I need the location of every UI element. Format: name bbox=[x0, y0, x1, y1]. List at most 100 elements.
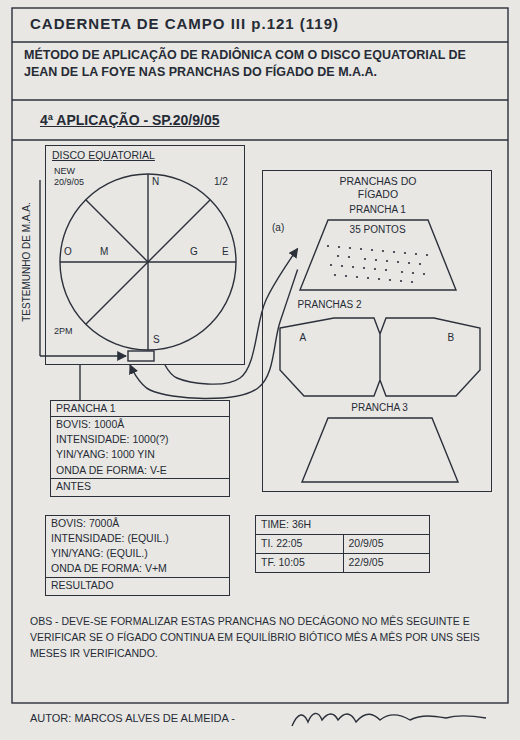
plate-point bbox=[359, 247, 361, 249]
liver-plate: PRANCHA 3 bbox=[300, 402, 460, 486]
plate-outline bbox=[302, 418, 458, 482]
plate-point bbox=[347, 255, 349, 257]
plate-point bbox=[374, 258, 376, 260]
plate-point bbox=[418, 262, 420, 264]
plate-point bbox=[381, 249, 383, 251]
disc-mark: E bbox=[222, 246, 229, 259]
plate-point bbox=[370, 248, 372, 250]
connector bbox=[79, 365, 80, 400]
box-heading: BOVIS: 7000Å bbox=[46, 516, 229, 531]
plate-point bbox=[363, 257, 365, 259]
disc-mark: S bbox=[153, 334, 160, 347]
box-text: INTENSIDADE: (EQUIL.) bbox=[46, 531, 229, 546]
time-table: TIME: 36HTI. 22:0520/9/05TF. 10:0522/9/0… bbox=[255, 515, 430, 573]
box-text: YIN/YANG: 1000 YIN bbox=[51, 447, 229, 462]
plate-point bbox=[336, 254, 338, 256]
reading-box: PRANCHA 1BOVIS: 1000ÅINTENSIDADE: 1000(?… bbox=[50, 400, 230, 497]
witness-label: TESTEMUNHO DE M.A.A. bbox=[21, 177, 35, 347]
disc-note: 2PM bbox=[54, 326, 73, 337]
plate-point bbox=[384, 268, 386, 270]
plate-point bbox=[351, 265, 353, 267]
witness-line bbox=[40, 355, 126, 356]
disc-mark: O bbox=[64, 246, 72, 259]
plate-point bbox=[366, 276, 368, 278]
disc-mark: N bbox=[152, 176, 159, 189]
box-heading: PRANCHA 1 bbox=[51, 401, 229, 417]
plates-panel: PRANCHAS DO FÍGADOPRANCHA 135 PONTOSPRAN… bbox=[262, 170, 492, 492]
plate-point bbox=[400, 270, 402, 272]
plate-outline bbox=[274, 298, 486, 400]
callout-mark: (a) bbox=[272, 222, 284, 235]
disc-needle bbox=[86, 200, 148, 262]
method-heading: MÉTODO DE APLICAÇÃO DE RADIÔNICA COM O D… bbox=[24, 47, 496, 81]
ruled-line bbox=[12, 139, 508, 140]
plate-point bbox=[411, 271, 413, 273]
witness-line bbox=[39, 180, 40, 356]
plate-point bbox=[373, 267, 375, 269]
plate-point bbox=[396, 260, 398, 262]
connector bbox=[130, 270, 298, 399]
plate-point bbox=[425, 253, 427, 255]
box-text: TF. 10:05 bbox=[256, 554, 343, 572]
author-line: AUTOR: MARCOS ALVES DE ALMEIDA - bbox=[30, 712, 235, 726]
equatorial-disc bbox=[60, 174, 236, 350]
plate-outline bbox=[280, 318, 480, 396]
plate-point bbox=[333, 273, 335, 275]
disc-needle bbox=[86, 262, 148, 324]
plate-outline bbox=[298, 204, 458, 292]
box-text: 35 PONTOS bbox=[298, 224, 458, 237]
box-text: ANTES bbox=[51, 478, 229, 494]
session-heading: 4ª APLICAÇÃO - SP.20/9/05 bbox=[40, 112, 219, 130]
box-heading: PRANCHAS 2 bbox=[298, 299, 362, 312]
box-heading: PRANCHA 3 bbox=[300, 402, 460, 415]
box-text: RESULTADO bbox=[46, 577, 229, 593]
ruled-line bbox=[12, 99, 508, 100]
box-heading: PRANCHAS DO FÍGADO bbox=[318, 175, 438, 201]
disc-mark: M bbox=[100, 246, 108, 259]
disc-mark: 1/2 bbox=[214, 176, 228, 189]
plate-point bbox=[385, 259, 387, 261]
box-text: ONDA DE FORMA: V+M bbox=[46, 561, 229, 576]
plate-point bbox=[403, 251, 405, 253]
plate-point bbox=[392, 250, 394, 252]
plate-point bbox=[410, 280, 412, 282]
ruled-line bbox=[12, 41, 508, 42]
plate-point bbox=[355, 275, 357, 277]
disc-note: NEW 20/9/05 bbox=[54, 166, 96, 189]
plate-point bbox=[362, 266, 364, 268]
reading-box: BOVIS: 7000ÅINTENSIDADE: (EQUIL.)YIN/YAN… bbox=[45, 515, 230, 596]
witness-pad bbox=[128, 351, 154, 361]
plate-point bbox=[407, 261, 409, 263]
box-text: 20/9/05 bbox=[343, 535, 430, 554]
liver-plate: PRANCHAS 2AB bbox=[274, 298, 486, 400]
box-text: INTENSIDADE: 1000(?) bbox=[51, 432, 229, 447]
box-text: A bbox=[300, 332, 307, 345]
plate-point bbox=[337, 245, 339, 247]
plate-point bbox=[340, 264, 342, 266]
connector bbox=[165, 249, 298, 385]
plate-point bbox=[344, 274, 346, 276]
box-heading: TIME: 36H bbox=[256, 516, 429, 535]
plate-outline bbox=[300, 402, 460, 486]
box-text: 22/9/05 bbox=[343, 554, 430, 572]
box-heading: DISCO EQUATORIAL bbox=[52, 149, 155, 162]
box-text: BOVIS: 1000Å bbox=[51, 417, 229, 432]
plate-point bbox=[326, 244, 328, 246]
plate-point bbox=[422, 272, 424, 274]
box-text: ONDA DE FORMA: V-E bbox=[51, 463, 229, 478]
plate-point bbox=[329, 263, 331, 265]
box-text: TI. 22:05 bbox=[256, 535, 343, 554]
liver-plate: PRANCHA 1 35 PONTOS bbox=[298, 204, 458, 292]
disc-needle bbox=[148, 200, 210, 262]
box-heading: PRANCHA 1 bbox=[298, 204, 458, 217]
page-frame bbox=[12, 8, 508, 703]
disc-mark: G bbox=[190, 246, 198, 259]
plate-point bbox=[399, 279, 401, 281]
signature bbox=[292, 713, 486, 726]
box-text: YIN/YANG: (EQUIL.) bbox=[46, 546, 229, 561]
page-title: CADERNETA DE CAMPO III p.121 (119) bbox=[30, 15, 339, 34]
plate-point bbox=[388, 278, 390, 280]
